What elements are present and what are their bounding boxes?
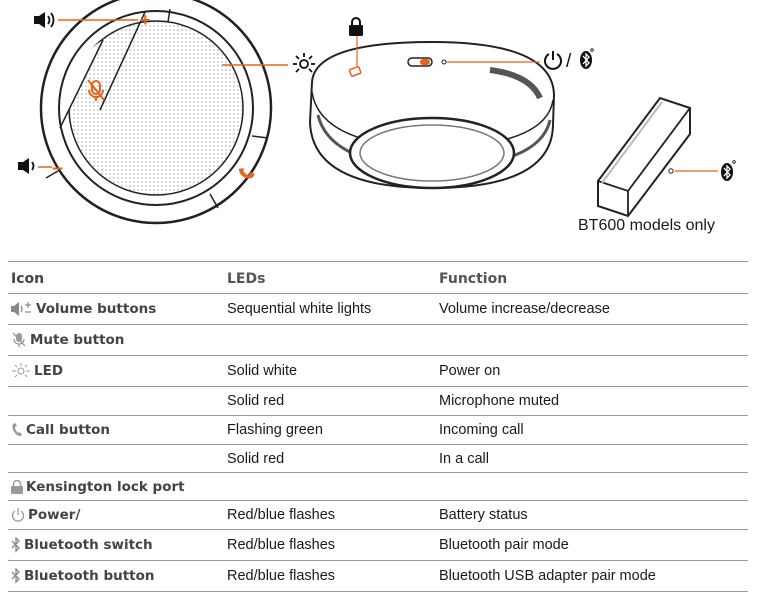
row-function: Incoming call: [439, 422, 524, 438]
row-function: Microphone muted: [439, 393, 560, 409]
usb-adapter: [597, 96, 736, 218]
feature-table: Icon LEDs Function Volume buttons Sequent…: [8, 261, 748, 592]
volume-down-callout: –: [18, 157, 63, 179]
speakerphone-illustration: + –: [18, 0, 736, 225]
call-icon: [238, 168, 255, 179]
led-callout: [222, 53, 315, 73]
row-icon-label: Mute button: [11, 330, 124, 350]
power-bt-separator: /: [566, 51, 572, 72]
figure-caption: BT600 models only: [578, 217, 715, 234]
bluetooth-icon: [580, 51, 592, 69]
row-function: Volume increase/decrease: [439, 301, 610, 317]
header-leds: LEDs: [227, 271, 266, 287]
header-function: Function: [439, 271, 508, 287]
volume-icon: [18, 158, 35, 174]
row-label: Power/: [28, 507, 81, 523]
table-row: LED Solid white Power on: [8, 356, 748, 387]
volume-icon: [34, 12, 55, 28]
row-icon-label: Volume buttons: [11, 299, 156, 319]
table-row: Mute button: [8, 325, 748, 356]
row-leds: Flashing green: [227, 422, 323, 438]
table-row: Solid red Microphone muted: [8, 387, 748, 416]
row-function: Bluetooth pair mode: [439, 537, 569, 553]
mute-icon: [11, 332, 27, 348]
row-icon-label: Bluetooth button: [11, 566, 155, 586]
header-icon: Icon: [11, 271, 45, 287]
table-top-rule: [8, 261, 748, 262]
table-row: Power/Red/blue flashes Battery status: [8, 501, 748, 530]
power-icon: [544, 51, 562, 70]
row-leds: Sequential white lights: [227, 301, 372, 317]
table-header: Icon LEDs Function: [8, 262, 748, 294]
led-icon: [11, 363, 31, 379]
speaker-side-view: /: [308, 17, 594, 190]
led-icon: [293, 53, 315, 73]
row-leds: Red/blue flashes: [227, 507, 336, 523]
row-icon-label: Power/: [11, 505, 80, 525]
call-icon: [11, 422, 23, 438]
row-leds: Solid red: [227, 393, 285, 409]
row-function: Battery status: [439, 507, 528, 523]
row-function: In a call: [439, 451, 489, 467]
row-label: Mute button: [30, 332, 125, 348]
volume-up-callout: +: [34, 10, 151, 30]
volume-down-label: –: [52, 157, 63, 179]
row-leds: Solid white: [227, 363, 298, 379]
bluetooth-icon: [11, 568, 21, 584]
table-row: Bluetooth button Red/blue flashes Bluetoot…: [8, 561, 748, 592]
row-function: Bluetooth USB adapter pair mode: [439, 568, 656, 584]
table-row: Call button Flashing green Incoming call: [8, 416, 748, 445]
row-icon-label: Call button: [11, 420, 110, 440]
table-row: Volume buttons Sequential white lights Vol…: [8, 294, 748, 325]
speaker-top-view: + –: [18, 0, 315, 225]
row-icon-label: Kensington lock port: [11, 477, 185, 497]
row-label: Bluetooth switch: [24, 537, 153, 553]
row-leds: Red/blue flashes: [227, 568, 336, 584]
bluetooth-icon: [721, 163, 733, 181]
row-function: Power on: [439, 363, 501, 379]
row-icon-label: LED: [11, 361, 63, 381]
volume-up-label: +: [140, 10, 151, 30]
row-icon-label: Bluetooth switch: [11, 535, 153, 555]
row-label: Bluetooth button: [24, 568, 155, 584]
row-label: LED: [34, 363, 64, 379]
table-row: Solid red In a call: [8, 445, 748, 473]
bluetooth-icon: [11, 537, 21, 553]
volume-icon: [11, 301, 33, 317]
row-leds: Red/blue flashes: [227, 537, 336, 553]
row-label: Call button: [26, 422, 111, 438]
table-row: Bluetooth switch Red/blue flashes Bluetoot…: [8, 530, 748, 561]
product-diagram: + –: [0, 0, 758, 255]
lock-icon: [349, 17, 363, 36]
power-icon: [11, 507, 25, 523]
lock-icon: [11, 480, 23, 494]
row-leds: Solid red: [227, 451, 285, 467]
row-label: Kensington lock port: [26, 479, 185, 495]
row-label: Volume buttons: [36, 301, 157, 317]
table-body: Volume buttons Sequential white lights Vol…: [8, 294, 748, 592]
table-row: Kensington lock port: [8, 473, 748, 501]
mute-icon: [87, 79, 105, 101]
